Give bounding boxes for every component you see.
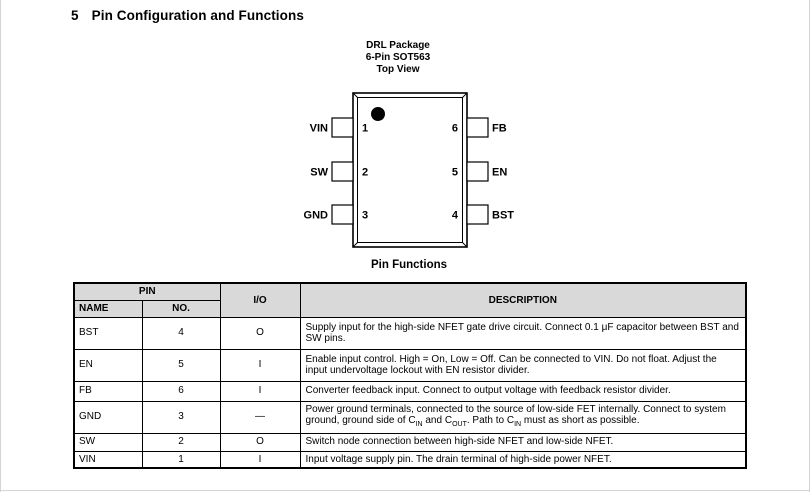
pin-description: Supply input for the high-side NFET gate…	[299, 316, 747, 350]
pin-io: —	[219, 400, 301, 434]
pin-io: O	[219, 316, 301, 350]
pin-description: Switch node connection between high-side…	[299, 432, 747, 452]
pin-io: I	[219, 380, 301, 402]
pin-functions-table: PIN I/O DESCRIPTION NAME NO. BST 4 O Sup…	[73, 282, 748, 469]
pin-box-4	[466, 204, 489, 225]
pin-no: 3	[141, 400, 221, 434]
pin-label-sw: SW	[310, 167, 328, 179]
pin-name: GND	[73, 400, 143, 434]
package-body-outline	[352, 92, 468, 248]
header-pin-group: PIN	[73, 282, 221, 301]
section-number: 5	[71, 8, 79, 23]
pin-number-3: 3	[362, 210, 368, 222]
header-description: DESCRIPTION	[299, 282, 747, 318]
package-type: 6-Pin SOT563	[365, 52, 431, 63]
pin-io: O	[219, 432, 301, 452]
pin-number-2: 2	[362, 167, 368, 179]
pin-number-5: 5	[452, 167, 458, 179]
header-name: NAME	[73, 299, 143, 318]
header-no: NO.	[141, 299, 221, 318]
pin-number-4: 4	[452, 210, 459, 222]
pin-label-en: EN	[492, 167, 507, 179]
left-pin-boxes	[331, 117, 354, 225]
pin-no: 2	[141, 432, 221, 452]
pin-diagram: VIN SW GND 1 2 3 6 5 4 FB EN BST	[304, 92, 514, 248]
package-body-inner-outline	[357, 97, 463, 243]
table-header-row-2: NAME NO.	[73, 299, 746, 318]
pin-box-1	[331, 117, 354, 138]
pin-no: 6	[141, 380, 221, 402]
pin-name: SW	[73, 432, 143, 452]
table-row-bst: BST 4 O Supply input for the high-side N…	[73, 316, 747, 350]
pin1-indicator-dot-icon	[371, 107, 385, 121]
pin-number-6: 6	[452, 123, 458, 135]
package-name: DRL Package	[366, 40, 430, 51]
pin-functions-caption: Pin Functions	[370, 259, 448, 271]
pin-description: Power ground terminals, connected to the…	[299, 400, 747, 434]
pin-name: BST	[73, 316, 143, 350]
table-row-fb: FB 6 I Converter feedback input. Connect…	[73, 380, 747, 402]
pin-io: I	[219, 348, 301, 382]
pin-label-bst: BST	[492, 210, 514, 222]
pin-no: 1	[141, 450, 221, 469]
table-row-sw: SW 2 O Switch node connection between hi…	[73, 432, 747, 452]
page-edge-bottom	[0, 490, 810, 491]
pin-name: FB	[73, 380, 143, 402]
pin-box-2	[331, 161, 354, 182]
package-view: Top View	[376, 64, 420, 75]
pin-box-3	[331, 204, 354, 225]
table-header-row-1: PIN I/O DESCRIPTION	[73, 282, 747, 318]
table-row-en: EN 5 I Enable input control. High = On, …	[73, 348, 747, 382]
section-title: Pin Configuration and Functions	[91, 8, 304, 23]
package-corner-bevels	[352, 92, 468, 248]
pin-description: Input voltage supply pin. The drain term…	[299, 450, 747, 469]
section-heading: 5 Pin Configuration and Functions	[71, 8, 304, 23]
pin-name: EN	[73, 348, 143, 382]
pin-name: VIN	[73, 450, 143, 469]
pin-label-fb: FB	[492, 123, 507, 135]
table-row-gnd: GND 3 — Power ground terminals, connecte…	[73, 400, 747, 434]
pin-label-vin: VIN	[310, 123, 328, 135]
pin-description: Enable input control. High = On, Low = O…	[299, 348, 747, 382]
pin-description: Converter feedback input. Connect to out…	[299, 380, 747, 402]
pin-label-gnd: GND	[304, 210, 329, 222]
right-pin-boxes	[466, 117, 489, 225]
table-row-vin: VIN 1 I Input voltage supply pin. The dr…	[73, 450, 747, 469]
header-io: I/O	[219, 282, 301, 318]
pin-no: 5	[141, 348, 221, 382]
package-header: DRL Package 6-Pin SOT563 Top View	[318, 40, 478, 76]
pin-no: 4	[141, 316, 221, 350]
pin-io: I	[219, 450, 301, 469]
pin-number-1: 1	[362, 123, 368, 135]
page-edge-left	[0, 0, 1, 492]
pin-box-6	[466, 117, 489, 138]
pin-box-5	[466, 161, 489, 182]
